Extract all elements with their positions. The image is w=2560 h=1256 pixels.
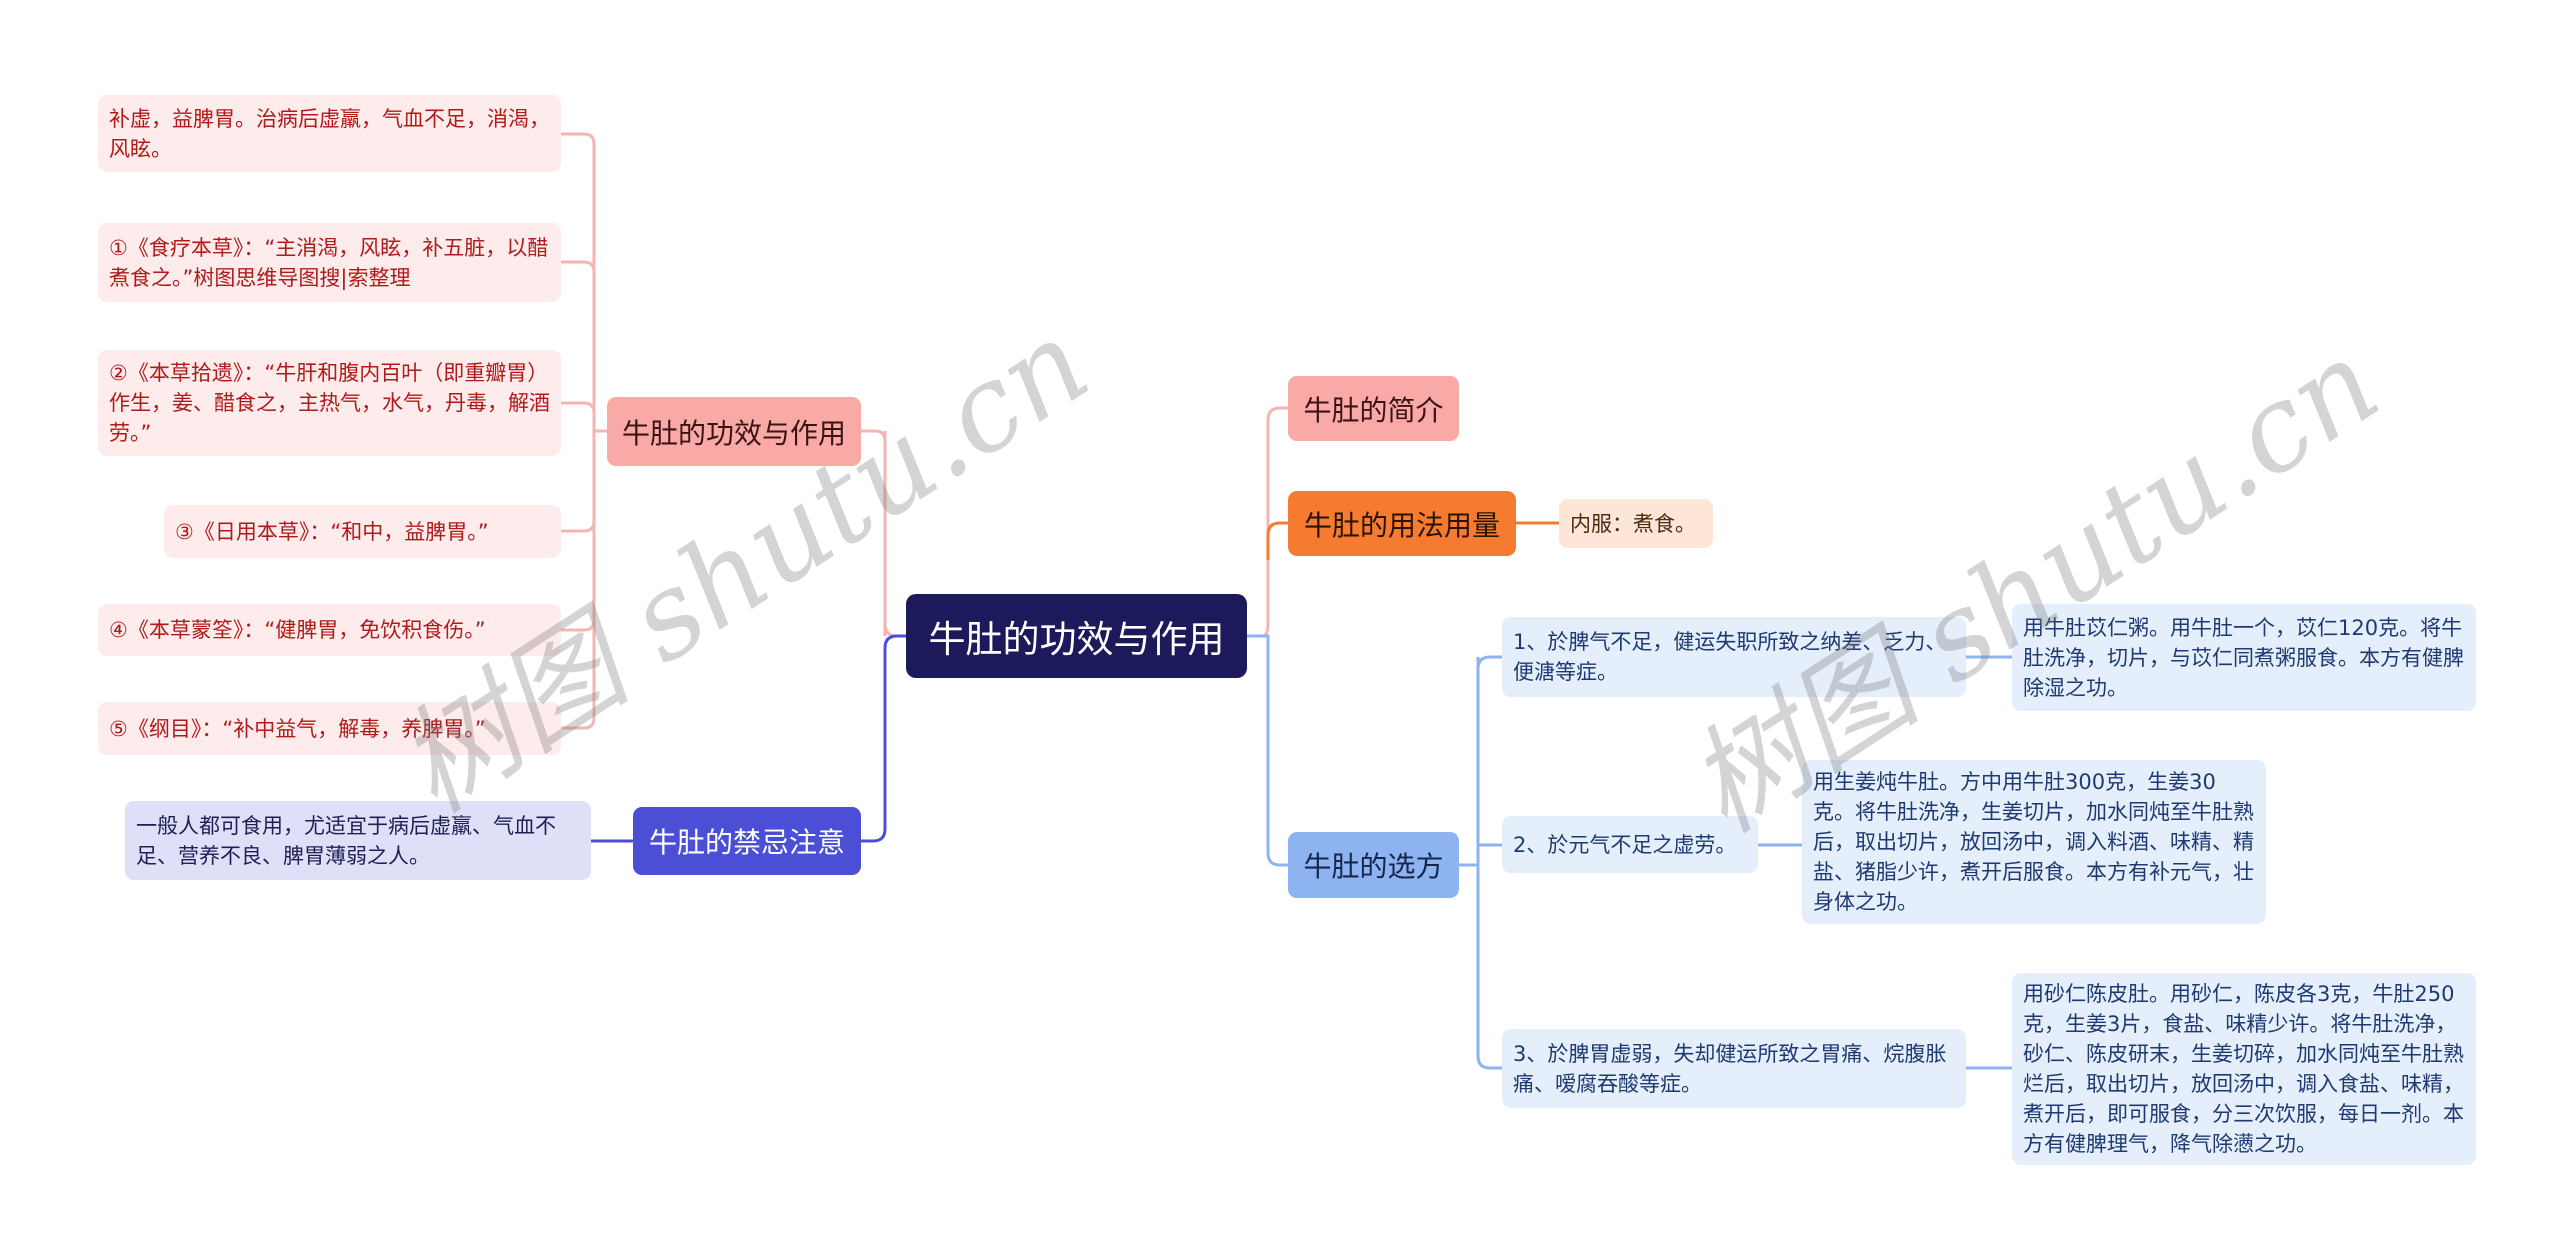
branch-taboo[interactable]: 牛肚的禁忌注意 xyxy=(633,807,861,875)
central-topic-label: 牛肚的功效与作用 xyxy=(928,618,1225,661)
branch-taboo-label: 牛肚的禁忌注意 xyxy=(648,826,845,859)
effects-item-6[interactable]: ⑤《纲目》：“补中益气，解毒，养脾胃。” xyxy=(98,702,561,755)
effects-item-3[interactable]: ②《本草拾遗》：“牛肝和腹内百叶（即重瓣胃）作生，姜、醋食之，主热气，水气，丹毒… xyxy=(98,350,561,456)
prescription-recipe-3[interactable]: 用砂仁陈皮肚。用砂仁，陈皮各3克，牛肚250克，生姜3片，食盐、味精少许。将牛肚… xyxy=(2012,973,2476,1165)
usage-detail[interactable]: 内服：煮食。 xyxy=(1559,499,1713,548)
branch-prescriptions[interactable]: 牛肚的选方 xyxy=(1288,832,1459,898)
branch-effects[interactable]: 牛肚的功效与作用 xyxy=(607,397,861,466)
branch-intro-label: 牛肚的简介 xyxy=(1303,393,1444,427)
effects-item-1[interactable]: 补虚，益脾胃。治病后虚羸，气血不足，消渴，风眩。 xyxy=(98,95,561,172)
branch-intro[interactable]: 牛肚的简介 xyxy=(1288,376,1459,441)
effects-item-5[interactable]: ④《本草蒙筌》：“健脾胃，免饮积食伤。” xyxy=(98,604,561,656)
prescription-condition-2[interactable]: 2、於元气不足之虚劳。 xyxy=(1502,816,1758,873)
prescription-recipe-1[interactable]: 用牛肚苡仁粥。用牛肚一个，苡仁120克。将牛肚洗净，切片，与苡仁同煮粥服食。本方… xyxy=(2012,604,2476,711)
prescription-condition-1[interactable]: 1、於脾气不足，健运失职所致之纳差、乏力、便溏等症。 xyxy=(1502,617,1966,697)
prescription-recipe-2[interactable]: 用生姜炖牛肚。方中用牛肚300克，生姜30克。将牛肚洗净，生姜切片，加水同炖至牛… xyxy=(1802,760,2266,924)
branch-effects-label: 牛肚的功效与作用 xyxy=(621,416,846,450)
effects-item-2[interactable]: ①《食疗本草》：“主消渴，风眩，补五脏，以醋煮食之。”树图思维导图搜|索整理 xyxy=(98,223,561,302)
effects-item-4[interactable]: ③《日用本草》：“和中，益脾胃。” xyxy=(164,505,561,558)
central-topic[interactable]: 牛肚的功效与作用 xyxy=(906,594,1247,678)
taboo-detail[interactable]: 一般人都可食用，尤适宜于病后虚羸、气血不足、营养不良、脾胃薄弱之人。 xyxy=(125,801,591,880)
prescription-condition-3[interactable]: 3、於脾胃虚弱，失却健运所致之胃痛、烷腹胀痛、嗳腐吞酸等症。 xyxy=(1502,1029,1966,1108)
branch-usage[interactable]: 牛肚的用法用量 xyxy=(1288,491,1516,556)
branch-prescriptions-label: 牛肚的选方 xyxy=(1303,850,1444,883)
branch-usage-label: 牛肚的用法用量 xyxy=(1303,508,1500,542)
